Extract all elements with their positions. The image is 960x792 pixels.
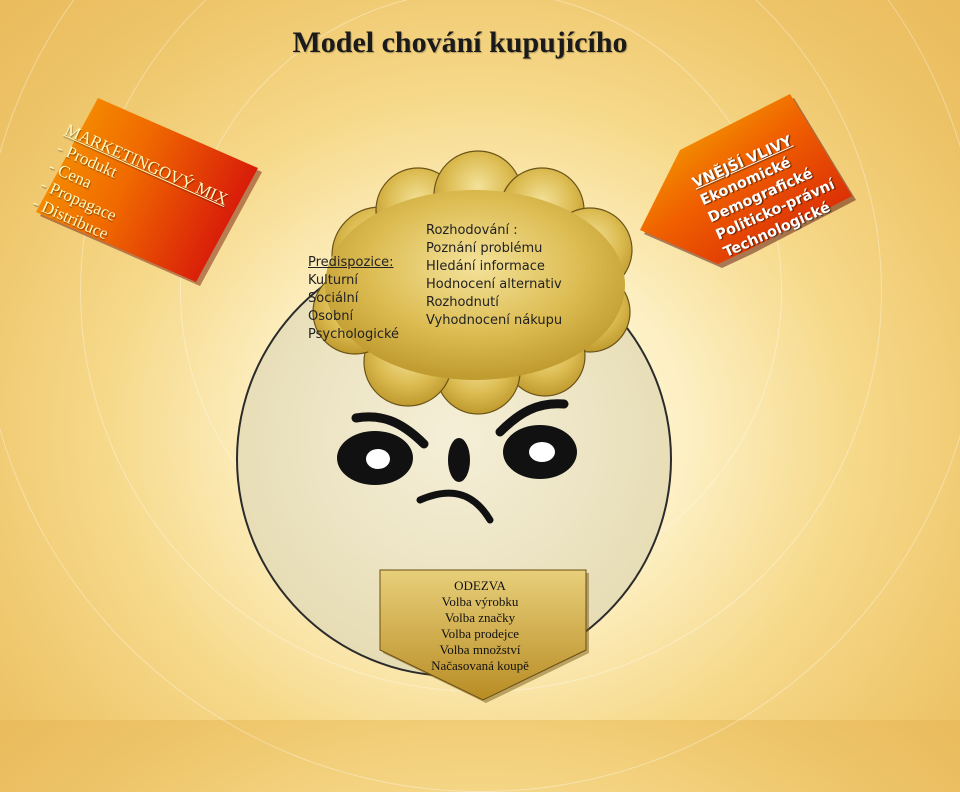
decision-item: Hodnocení alternativ: [426, 277, 562, 292]
decision-block: Rozhodování : Poznání problému Hledání i…: [426, 222, 562, 330]
predispositions-item: Kulturní: [308, 273, 359, 288]
thought-cloud: [312, 150, 633, 415]
decision-item: Rozhodnutí: [426, 295, 499, 310]
external-influences-arrow: [640, 94, 856, 268]
decision-item: Hledání informace: [426, 259, 545, 274]
response-heading: ODEZVA: [454, 578, 506, 593]
predispositions-block: Predispozice: Kulturní Sociální Osobní P…: [308, 254, 399, 344]
marketing-mix-arrow: [36, 98, 262, 286]
response-pentagon: [379, 569, 589, 703]
response-item: Volba výrobku: [441, 594, 519, 609]
response-item: Načasovaná koupě: [431, 658, 529, 673]
decision-heading: Rozhodování :: [426, 223, 518, 238]
decision-item: Vyhodnocení nákupu: [426, 313, 563, 328]
decision-item: Poznání problému: [426, 241, 543, 256]
response-item: Volba značky: [444, 610, 516, 625]
diagram-shapes: [36, 94, 856, 703]
response-item: Volba množství: [439, 642, 521, 657]
page-title: Model chování kupujícího: [292, 26, 628, 59]
response-block: ODEZVA Volba výrobku Volba značky Volba …: [380, 578, 580, 674]
angry-face-mouth: [416, 489, 494, 524]
predispositions-heading: Predispozice:: [308, 255, 394, 270]
angry-face-eyes: [337, 399, 577, 485]
angry-face-nose: [448, 438, 470, 482]
predispositions-item: Sociální: [308, 291, 359, 306]
predispositions-item: Psychologické: [308, 327, 400, 342]
response-item: Volba prodejce: [440, 626, 520, 641]
predispositions-item: Osobní: [308, 309, 354, 324]
